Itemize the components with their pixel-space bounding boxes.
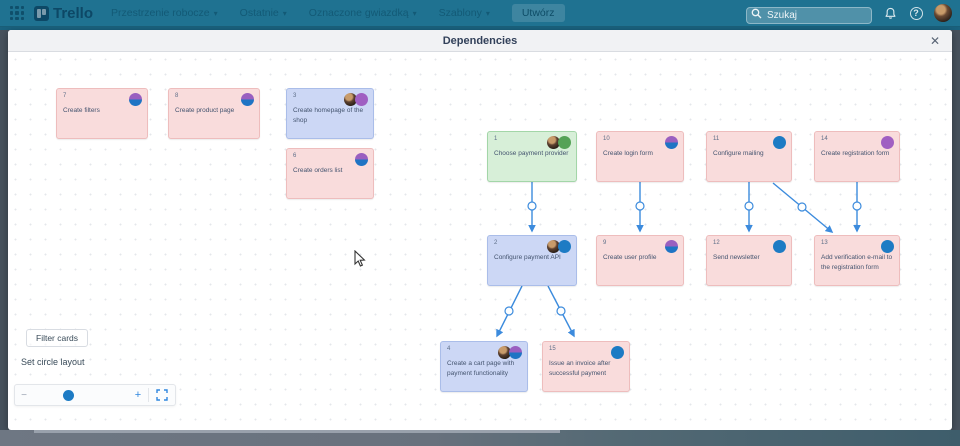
- divider: [148, 388, 149, 402]
- chevron-down-icon: ▾: [282, 8, 287, 18]
- mouse-cursor: [354, 250, 366, 267]
- close-icon[interactable]: ✕: [929, 34, 940, 48]
- member-avatar: [665, 240, 678, 253]
- dependencies-modal: Dependencies ✕ 7: [8, 30, 952, 430]
- zoom-slider-handle[interactable]: [63, 390, 75, 401]
- card-create-homepage[interactable]: 3 Create homepage of the shop: [286, 88, 374, 139]
- card-issue-invoice[interactable]: 15 Issue an invoice after successful pay…: [542, 341, 630, 392]
- edge-handle[interactable]: [852, 201, 862, 211]
- zoom-out-button[interactable]: −: [21, 389, 27, 401]
- member-avatar: [881, 136, 894, 149]
- edge-handle[interactable]: [504, 306, 514, 316]
- filter-cards-button[interactable]: Filter cards: [26, 329, 89, 347]
- apps-grid-icon[interactable]: [10, 6, 24, 20]
- notifications-bell-icon[interactable]: [882, 5, 898, 21]
- member-avatar: [355, 153, 368, 166]
- search-icon: [751, 8, 762, 18]
- modal-header: Dependencies ✕: [8, 30, 952, 52]
- board-bottom-bar: [0, 430, 960, 446]
- member-avatar: [558, 136, 571, 149]
- chevron-down-icon: ▾: [485, 8, 490, 18]
- trello-logo-icon: [34, 5, 49, 21]
- user-avatar[interactable]: [934, 4, 952, 22]
- member-avatar: [547, 136, 560, 149]
- zoom-slider[interactable]: [33, 385, 128, 405]
- chevron-down-icon: ▾: [213, 8, 218, 18]
- member-avatar: [773, 136, 786, 149]
- help-icon[interactable]: ?: [908, 5, 924, 21]
- member-avatar: [129, 93, 142, 106]
- card-add-verification-email[interactable]: 13 Add verification e-mail to the regist…: [814, 235, 900, 286]
- nav-recent[interactable]: Ostatnie ▾: [239, 7, 287, 19]
- zoom-toolbar: − +: [14, 384, 176, 406]
- edge-handle[interactable]: [797, 202, 807, 212]
- member-avatar: [498, 346, 511, 359]
- member-avatar: [665, 136, 678, 149]
- member-avatar: [881, 240, 894, 253]
- edge-handle[interactable]: [744, 201, 754, 211]
- trello-logo[interactable]: Trello: [34, 5, 93, 22]
- trello-logo-text: Trello: [53, 4, 94, 22]
- edge-handle[interactable]: [527, 201, 537, 211]
- search-box: [746, 5, 872, 24]
- nav-workspaces[interactable]: Przestrzenie robocze ▾: [111, 7, 218, 19]
- member-avatar: [773, 240, 786, 253]
- fit-to-screen-icon: [156, 389, 168, 401]
- card-create-cart-page[interactable]: 4 Create a cart page with payment functi…: [440, 341, 528, 392]
- member-avatar: [344, 93, 357, 106]
- set-circle-layout-button[interactable]: Set circle layout: [21, 357, 85, 367]
- card-create-registration-form[interactable]: 14 Create registration form: [814, 131, 900, 182]
- edge-handle[interactable]: [635, 201, 645, 211]
- card-choose-payment-provider[interactable]: 1 Choose payment provider: [487, 131, 577, 182]
- create-button[interactable]: Utwórz: [511, 4, 565, 22]
- card-send-newsletter[interactable]: 12 Send newsletter: [706, 235, 792, 286]
- card-create-orders-list[interactable]: 6 Create orders list: [286, 148, 374, 199]
- card-configure-payment-api[interactable]: 2 Configure payment API: [487, 235, 577, 286]
- app-topbar: Trello Przestrzenie robocze ▾ Ostatnie ▾…: [0, 0, 960, 27]
- search-input[interactable]: [746, 6, 872, 24]
- member-avatar: [241, 93, 254, 106]
- member-avatar: [547, 240, 560, 253]
- member-avatar: [509, 346, 522, 359]
- zoom-in-button[interactable]: +: [134, 389, 142, 401]
- member-avatar: [611, 346, 624, 359]
- dependency-graph-canvas[interactable]: 7 Create filters 8 Create product page 3…: [8, 52, 952, 430]
- member-avatar: [558, 240, 571, 253]
- nav-starred[interactable]: Oznaczone gwiazdką ▾: [308, 7, 417, 19]
- card-create-filters[interactable]: 7 Create filters: [56, 88, 148, 139]
- card-create-product-page[interactable]: 8 Create product page: [168, 88, 260, 139]
- nav-templates[interactable]: Szablony ▾: [438, 7, 490, 19]
- card-configure-mailing[interactable]: 11 Configure mailing: [706, 131, 792, 182]
- card-create-login-form[interactable]: 10 Create login form: [596, 131, 684, 182]
- edge-handle[interactable]: [556, 306, 566, 316]
- fit-to-screen-button[interactable]: [149, 385, 175, 405]
- modal-title: Dependencies: [442, 34, 518, 47]
- member-avatar: [355, 93, 368, 106]
- card-create-user-profile[interactable]: 9 Create user profile: [596, 235, 684, 286]
- chevron-down-icon: ▾: [412, 8, 417, 18]
